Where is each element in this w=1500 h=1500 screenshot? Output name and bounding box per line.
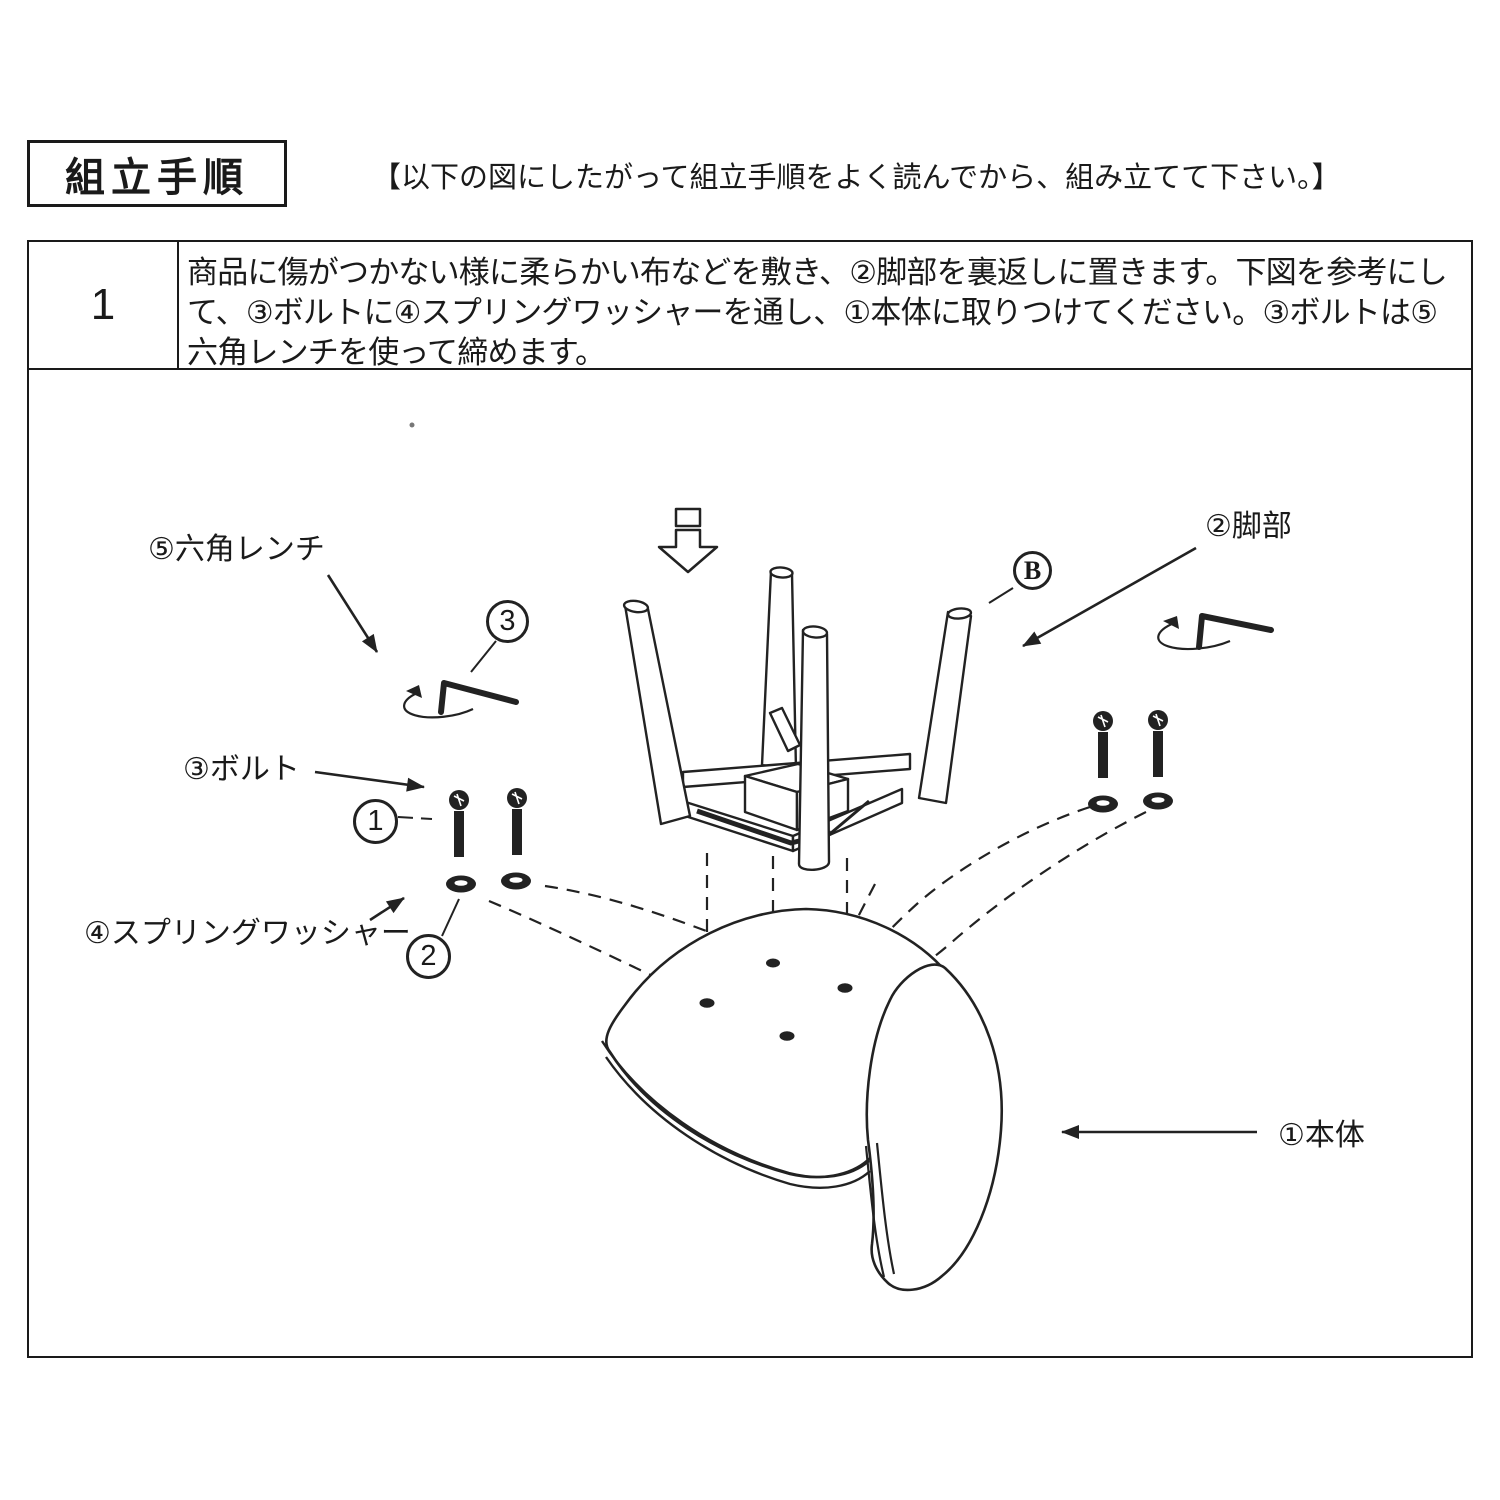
step-text-line-3: 六角レンチを使って締めます。 [187,335,606,368]
step-instructions: 商品に傷がつかない様に柔らかい布などを敷き、②脚部を裏返しに置きます。下図を参考… [179,242,1471,368]
label-bolt: ③ボルト [183,753,300,786]
step-text-line-2: て、③ボルトに④スプリングワッシャーを通し、①本体に取りつけてください。③ボルト… [187,295,1438,330]
marker-circled-3: 3 [486,600,529,643]
label-spring-washer: ④スプリングワッシャー [84,917,411,950]
marker-circled-B: B [1013,551,1052,590]
label-hex-wrench: ⑤六角レンチ [148,533,325,566]
marker-circled-2: 2 [406,934,451,979]
label-legs: ②脚部 [1205,510,1292,543]
step-text-line-1: 商品に傷がつかない様に柔らかい布などを敷き、②脚部を裏返しに置きます。下図を参考… [187,255,1448,290]
step-row: 1 商品に傷がつかない様に柔らかい布などを敷き、②脚部を裏返しに置きます。下図を… [29,242,1471,370]
title-box: 組立手順 [27,140,287,207]
step-number: 1 [29,242,179,368]
step-table: 1 商品に傷がつかない様に柔らかい布などを敷き、②脚部を裏返しに置きます。下図を… [27,240,1473,1358]
marker-circled-1: 1 [353,799,398,844]
label-body: ①本体 [1278,1119,1365,1152]
instruction-note: 【以下の図にしたがって組立手順をよく読んでから、組み立てて下さい。】 [372,162,1341,194]
